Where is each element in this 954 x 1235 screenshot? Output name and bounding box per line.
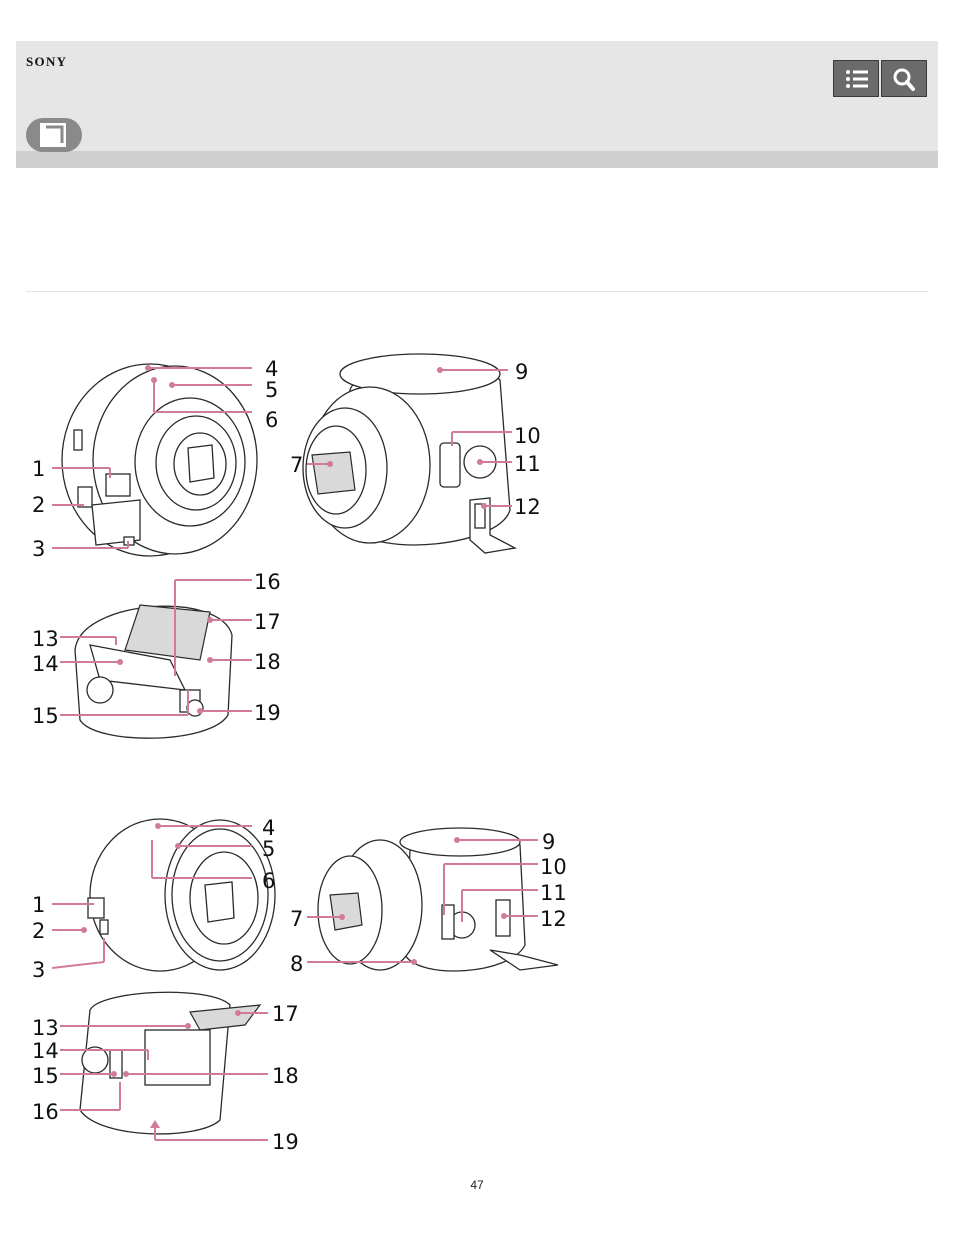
camera-front-view-top [61,363,258,557]
callout-label: 12 [514,495,541,519]
callout-label: 11 [540,881,567,905]
book-icon [26,118,82,152]
breadcrumb-bar [16,118,938,151]
list-icon [846,70,868,88]
callout-label: 17 [254,610,281,634]
callout-label: 18 [272,1064,299,1088]
callout-label: 16 [32,1100,59,1124]
callout-label: 19 [254,701,281,725]
callout-label: 2 [32,919,45,943]
title-strip [16,151,938,168]
callout-labels: 1 2 3 4 5 6 7 9 10 11 12 13 14 15 16 17 … [32,357,567,1154]
callouts-middle-top [60,579,252,716]
camera-side-view-bottom [317,827,559,972]
callout-label: 13 [32,627,59,651]
callouts-top-left [52,365,252,549]
camera-bottom-view-bottom [79,991,262,1135]
callout-label: 1 [32,893,45,917]
callouts-bottom-right [307,837,538,965]
callout-label: 14 [32,652,59,676]
callout-label: 1 [32,457,45,481]
callout-label: 13 [32,1016,59,1040]
callout-label: 6 [262,869,275,893]
divider [26,291,928,292]
search-button[interactable] [881,60,927,97]
callouts-bottom-bottom [60,1010,268,1141]
camera-front-view-bottom [87,818,276,972]
callout-label: 15 [32,1064,59,1088]
search-icon [893,68,915,91]
callout-label: 12 [540,907,567,931]
callout-label: 7 [290,907,303,931]
camera-bottom-view-top [74,604,233,739]
callout-label: 10 [514,424,541,448]
callout-label: 3 [32,537,45,561]
callout-label: 16 [254,570,281,594]
callout-label: 4 [262,816,275,840]
header-bar: SONY [16,41,938,118]
callout-label: 7 [290,453,303,477]
callout-label: 14 [32,1039,59,1063]
callout-label: 6 [265,408,278,432]
callout-label: 15 [32,704,59,728]
callout-label: 11 [514,452,541,476]
callouts-top-right [307,367,512,509]
callout-label: 10 [540,855,567,879]
toc-button[interactable] [833,60,879,97]
callout-label: 17 [272,1002,299,1026]
page-number: 47 [470,1178,484,1192]
callout-label: 9 [542,830,555,854]
callout-label: 3 [32,958,45,982]
callout-label: 2 [32,493,45,517]
callout-label: 9 [515,360,528,384]
callouts-bottom-left [51,823,252,969]
callout-label: 5 [262,837,275,861]
callout-label: 19 [272,1130,299,1154]
callout-label: 4 [265,357,278,381]
brand-logo: SONY [26,54,68,69]
callout-label: 8 [290,952,303,976]
callout-label: 18 [254,650,281,674]
camera-side-view-top [302,353,518,554]
callout-label: 5 [265,378,278,402]
